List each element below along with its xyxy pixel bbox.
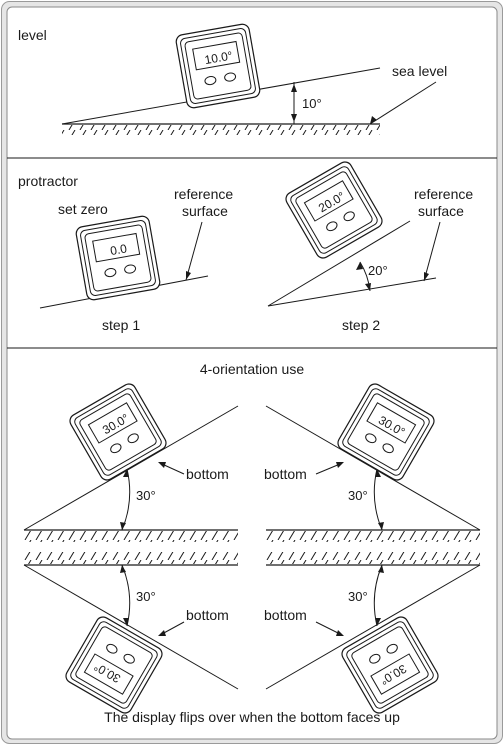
protractor-title: protractor [18, 173, 78, 189]
orientation-title: 4-orientation use [200, 361, 305, 377]
device-lower-right: 30.0° [338, 613, 442, 717]
ll-angle-label: 30° [136, 589, 156, 604]
ul-bottom-label: bottom [186, 466, 229, 482]
lr-angle-label: 30° [348, 589, 368, 604]
ur-angle-label: 30° [348, 488, 368, 503]
device-step2: 20.0° [282, 158, 386, 262]
device-upper-right: 30.0° [334, 380, 438, 484]
ur-bottom-label: bottom [264, 466, 307, 482]
ground-hatch [62, 125, 380, 135]
sea-level-leader [369, 81, 437, 125]
device-display-zero: 0.0 [109, 241, 128, 258]
ul-incline [23, 405, 239, 531]
step2-reference [267, 277, 437, 307]
ul-angle-label: 30° [136, 488, 156, 503]
step1-label: step 1 [102, 317, 140, 333]
orientation-section: 4-orientation use 30.0° 30° bottom 30.0° [23, 361, 481, 725]
ur-incline [265, 405, 481, 531]
lr-bottom-label: bottom [264, 607, 307, 623]
ll-bottom-label: bottom [186, 607, 229, 623]
sea-level-label: sea level [392, 63, 447, 79]
device-step1: 0.0 [74, 214, 162, 302]
ll-incline [23, 564, 239, 690]
orientation-caption: The display flips over when the bottom f… [104, 709, 400, 725]
reference-leader-1 [185, 221, 203, 281]
reference-leader-2 [423, 221, 441, 282]
step2-angle-label: 20° [368, 263, 388, 278]
device-display: 10.0° [204, 48, 234, 67]
step2-tilted [267, 220, 411, 307]
lr-incline [265, 564, 481, 690]
device-level: 10.0° [174, 22, 262, 110]
level-section: level 10.0° 10° sea level [18, 22, 447, 135]
step2-label: step 2 [342, 317, 380, 333]
device-lower-left: 30.0° [62, 613, 166, 717]
reference-surface-label-2b: surface [418, 203, 464, 219]
protractor-section: protractor set zero reference surface 0.… [18, 158, 473, 333]
level-angle-label: 10° [302, 96, 322, 111]
reference-surface-label-2a: reference [414, 186, 473, 202]
level-title: level [18, 27, 47, 43]
set-zero-label: set zero [58, 201, 108, 217]
reference-surface-label-1a: reference [174, 186, 233, 202]
device-upper-left: 30.0° [66, 380, 170, 484]
reference-surface-label-1b: surface [182, 203, 228, 219]
